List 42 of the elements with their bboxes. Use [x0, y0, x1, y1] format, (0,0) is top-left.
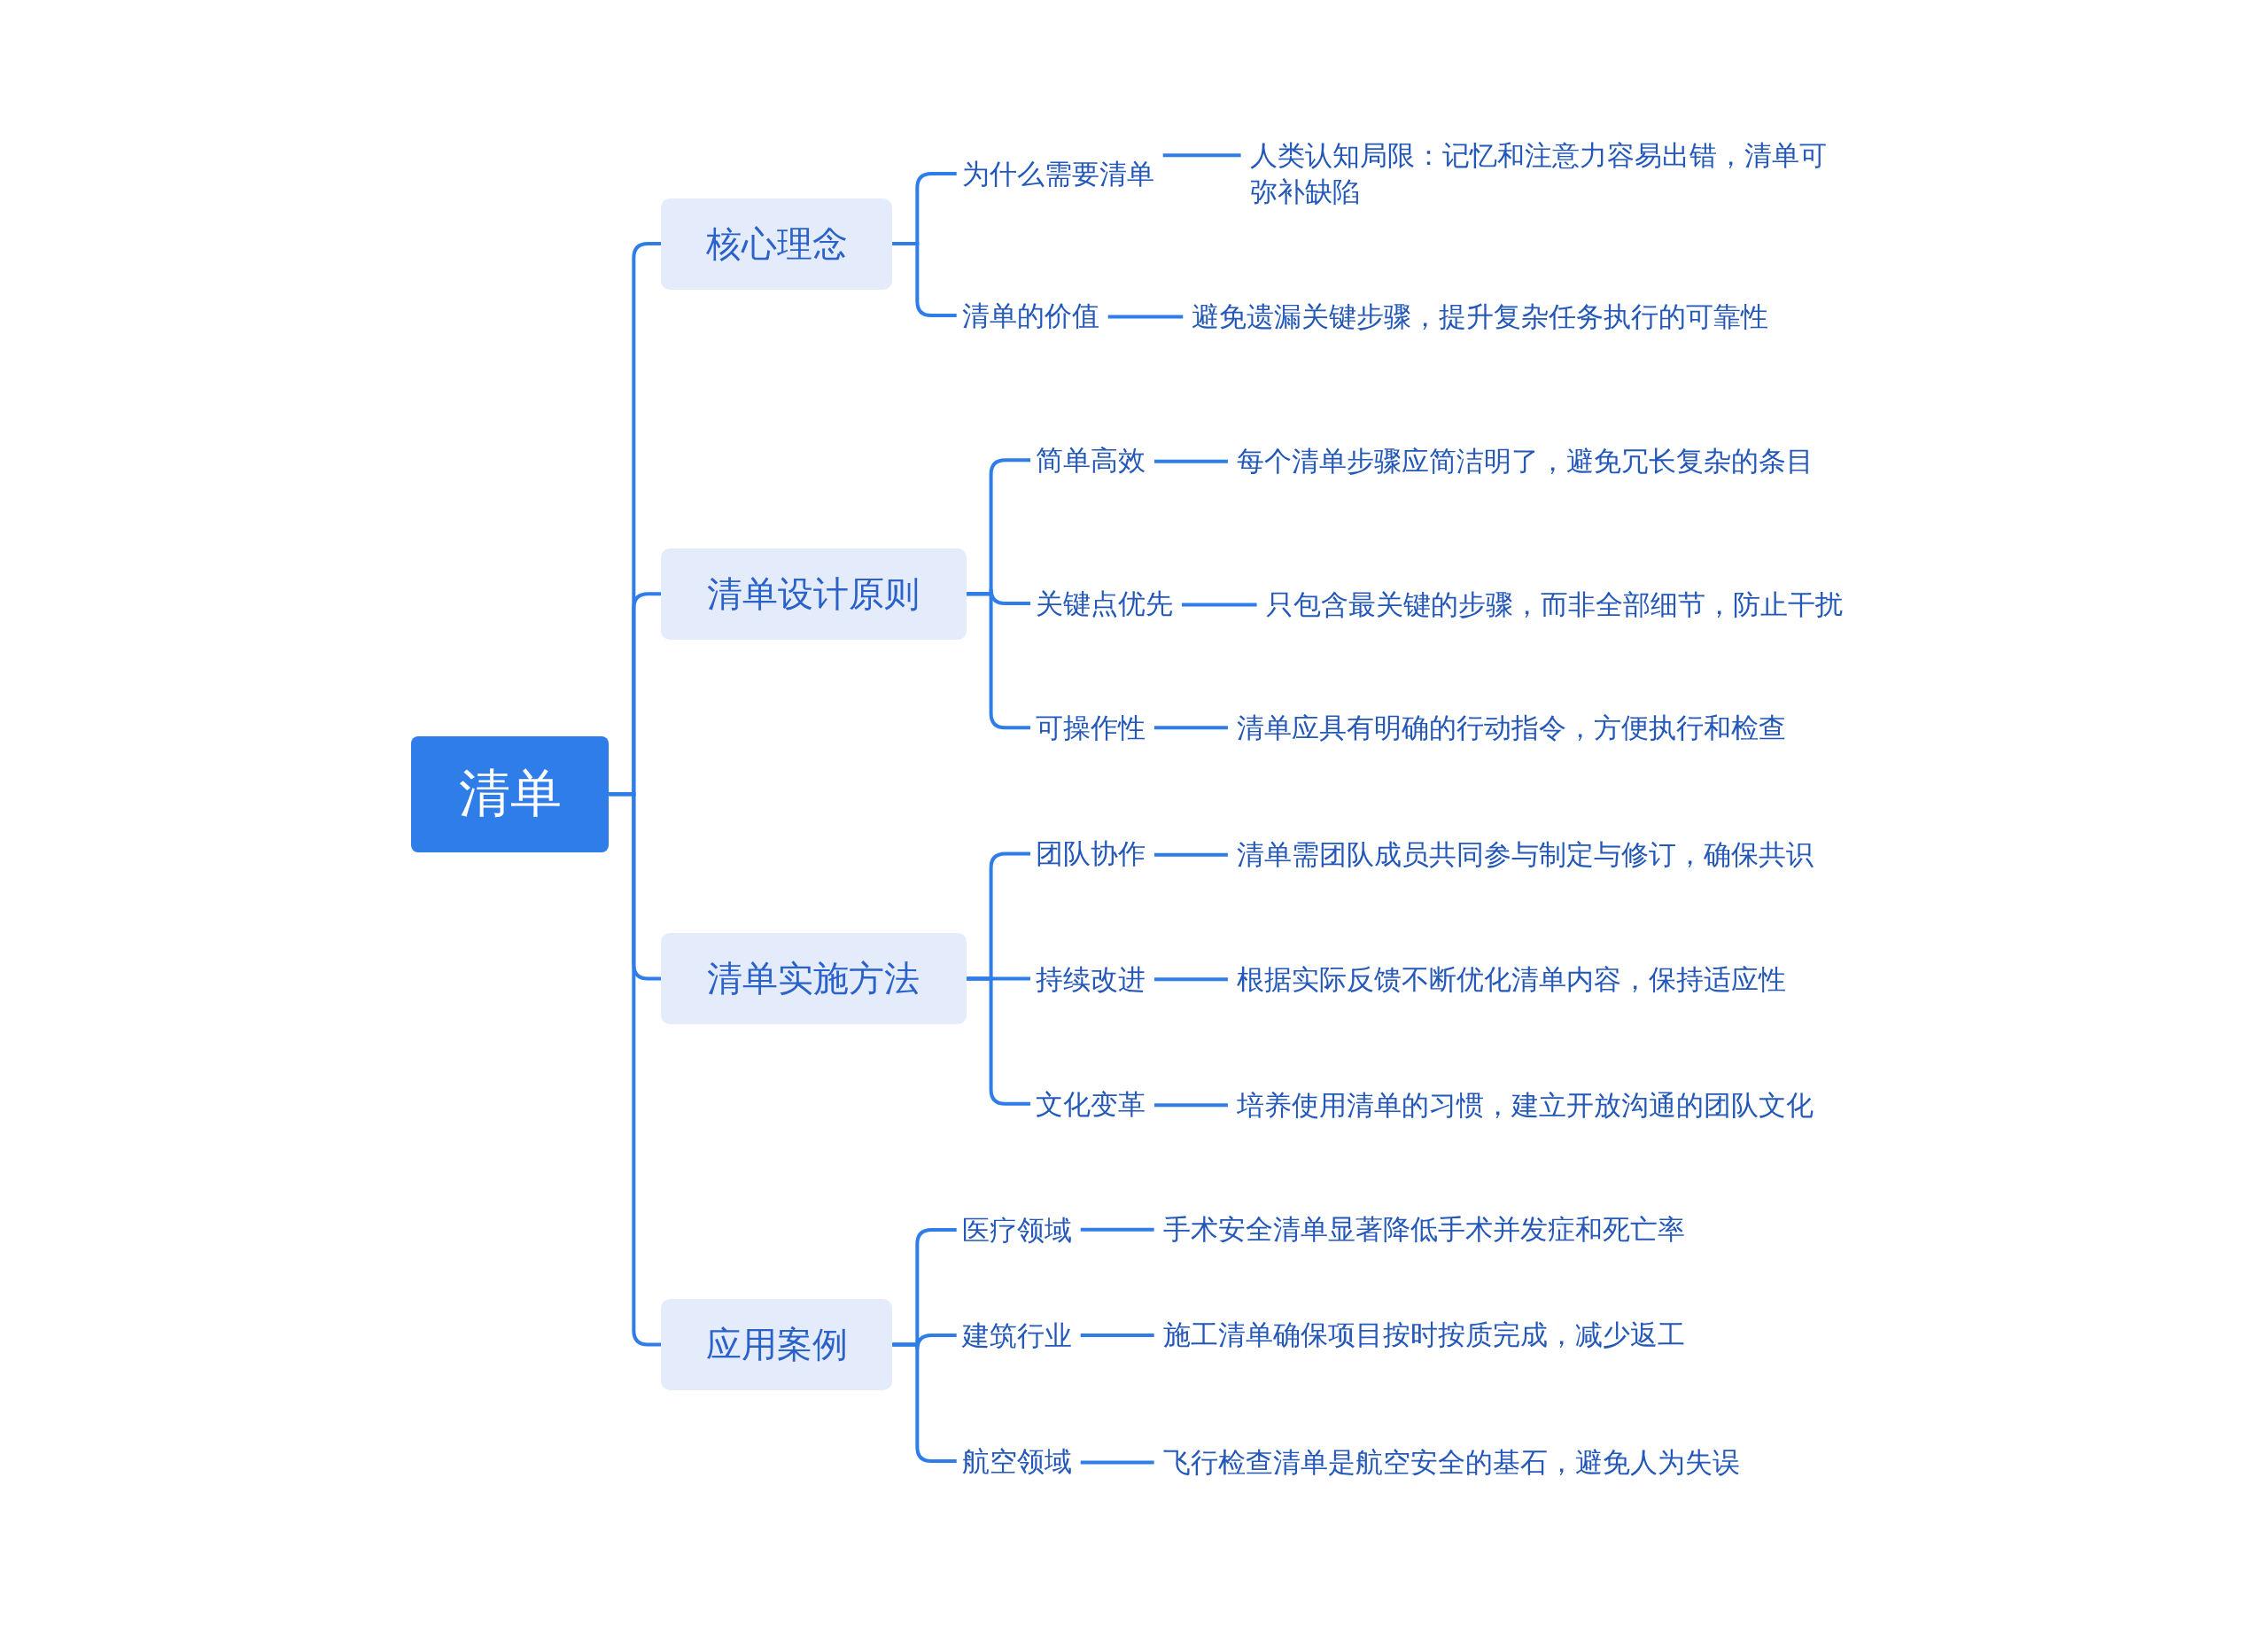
- connector-line: [1080, 1333, 1154, 1337]
- connector-line: [1080, 1227, 1154, 1232]
- connector-line: [892, 242, 957, 318]
- connector-line: [1080, 1460, 1154, 1465]
- topic-box: 应用案例: [661, 1299, 893, 1390]
- topic-box: 核心理念: [661, 198, 893, 290]
- topic-box: 清单实施方法: [661, 933, 967, 1024]
- detail-text: 飞行检查清单是航空安全的基石，避免人为失误: [1162, 1444, 1756, 1481]
- subtopic-text: 团队协作: [1035, 836, 1146, 872]
- connector-line: [1153, 852, 1228, 857]
- connector-line: [1107, 315, 1184, 319]
- detail-text: 手术安全清单显著降低手术并发症和死亡率: [1162, 1211, 1756, 1248]
- connector-line: [966, 976, 1030, 1106]
- connector-line: [1162, 153, 1241, 158]
- connector-line: [1153, 1103, 1228, 1108]
- subtopic-text: 建筑行业: [961, 1317, 1072, 1354]
- subtopic-text: 清单的价值: [961, 297, 1099, 334]
- detail-text: 避免遗漏关键步骤，提升复杂任务执行的可靠性: [1192, 299, 1785, 335]
- detail-text: 人类认知局限：记忆和注意力容易出错，清单可弥补缺陷: [1249, 136, 1843, 210]
- subtopic-text: 文化变革: [1035, 1085, 1146, 1122]
- detail-text: 根据实际反馈不断优化清单内容，保持适应性: [1236, 960, 1830, 998]
- subtopic-text: 医疗领域: [961, 1211, 1072, 1248]
- detail-text: 每个清单步骤应简洁明了，避免冗长复杂的条目: [1236, 443, 1830, 480]
- subtopic-text: 航空领域: [961, 1442, 1072, 1480]
- topic-box: 清单设计原则: [661, 548, 967, 640]
- subtopic-text: 关键点优先: [1035, 585, 1173, 622]
- detail-text: 清单应具有明确的行动指令，方便执行和检查: [1236, 709, 1830, 746]
- subtopic-text: 持续改进: [1035, 961, 1146, 998]
- connector-line: [966, 592, 1030, 730]
- detail-text: 培养使用清单的习惯，建立开放沟通的团队文化: [1236, 1086, 1830, 1124]
- subtopic-text: 可操作性: [1035, 710, 1146, 746]
- connector-line: [1153, 977, 1228, 982]
- detail-text: 施工清单确保项目按时按质完成，减少返工: [1162, 1317, 1756, 1354]
- root-box: 清单: [410, 736, 610, 852]
- connector-line: [892, 1342, 957, 1464]
- subtopic-text: 简单高效: [1035, 442, 1146, 478]
- detail-text: 只包含最关键的步骤，而非全部细节，防止干扰: [1265, 586, 1859, 623]
- connector-line: [1153, 726, 1228, 730]
- connector-line: [1153, 459, 1228, 463]
- subtopic-text: 为什么需要清单: [961, 155, 1154, 192]
- detail-text: 清单需团队成员共同参与制定与修订，确保共识: [1236, 836, 1830, 874]
- connector-line: [1181, 603, 1257, 607]
